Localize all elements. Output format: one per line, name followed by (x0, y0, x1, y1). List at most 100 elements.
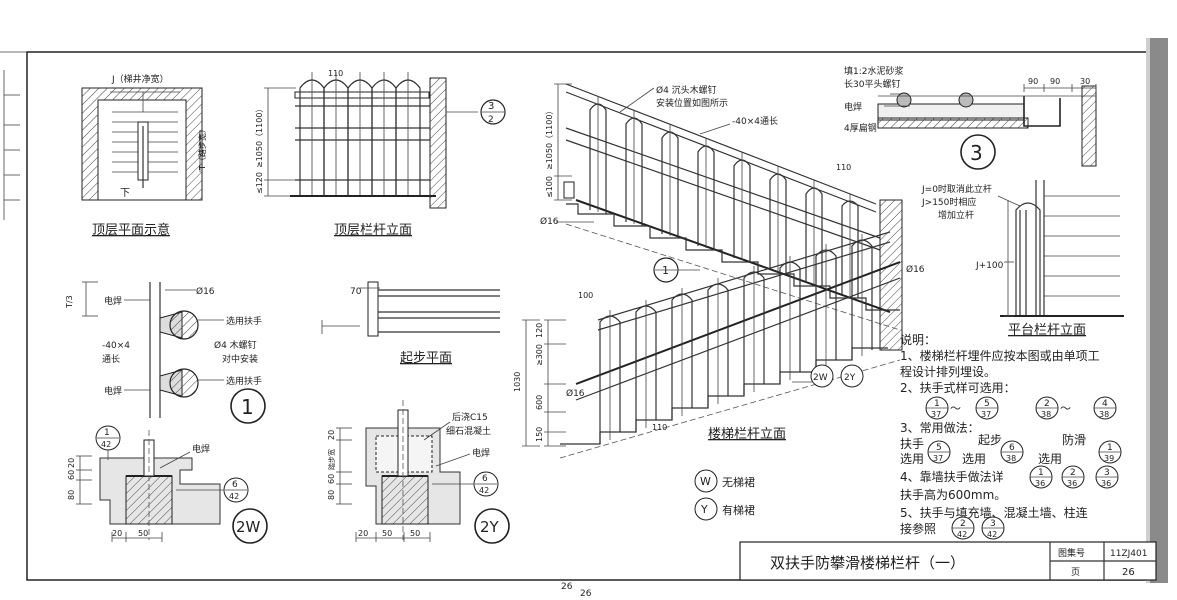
d2w-weld: 电焊 (192, 443, 210, 455)
top-rail-ref-num: 3 (488, 101, 494, 112)
detail1-screw1: Ø4 木螺钉 (214, 339, 257, 351)
detail1-weld1: 电焊 (104, 295, 122, 307)
notes-anti-sel: 选用 (1038, 452, 1062, 466)
legend-w-circle (694, 469, 718, 493)
notes-tilde1: ～ (950, 402, 961, 415)
notes-start: 起步 (978, 433, 1002, 447)
notes-start-sel: 选用 (962, 452, 986, 466)
platform-title: 平台栏杆立面 (1008, 323, 1086, 338)
notes-hand: 扶手 (900, 436, 924, 451)
detail1-d16: Ø16 (196, 286, 215, 297)
stair-d120: 120 (535, 323, 544, 338)
notes-n4s2: 36 (1067, 479, 1077, 488)
platform-note2: J>150时相应 (921, 196, 976, 208)
start-plan-drawing (321, 281, 500, 337)
detail1-num: 1 (241, 395, 254, 419)
notes-n2s1: 37 (931, 410, 941, 419)
top-plan-j-label: J（梯井净宽） (111, 73, 169, 85)
detail-3-drawing (877, 84, 1097, 170)
notes-n4s1: 36 (1035, 479, 1045, 488)
detail-1-drawing (82, 281, 266, 424)
notes-n5b: 接参照 (900, 521, 936, 536)
notes-block: 说明： 1、楼梯栏杆埋件应按本图或由单项工 程设计排列埋设。 2、扶手式样可选用… (900, 332, 1122, 540)
notes-n2s3: 38 (1041, 410, 1051, 419)
title-block (739, 541, 1157, 581)
d2y-d20: 20 (358, 529, 368, 538)
stair-elevation (522, 83, 903, 459)
legend-w-sym: W (700, 475, 711, 488)
stair-ref1-num: 1 (662, 264, 669, 277)
d2y-v20: 20 (327, 430, 336, 440)
notes-n3s1: 37 (933, 454, 943, 463)
platform-j100: J+100 (975, 261, 1004, 271)
detail-2w-drawing (76, 425, 268, 544)
d2y-weld: 电焊 (472, 447, 490, 459)
top-rail-h1050: ≥1050（1100） (255, 105, 264, 168)
d2w-label: 2W (236, 518, 261, 536)
notes-n5r1: 2 (960, 519, 966, 529)
notes-n4r2: 2 (1070, 468, 1076, 478)
stair-h100: ≤100 (545, 176, 554, 198)
notes-n1b: 程设计排列埋设。 (900, 364, 996, 379)
stair-bar-note: -40×4通长 (732, 115, 778, 127)
stair-d1030: 1030 (513, 372, 522, 392)
notes-n2s2: 37 (981, 410, 991, 419)
notes-n2: 2、扶手式样可选用： (900, 380, 1016, 395)
notes-n4b: 扶手高为600mm。 (900, 487, 1006, 502)
detail1-choose2: 选用扶手 (226, 375, 262, 387)
d3-mortar1: 填1:2水泥砂浆 (844, 65, 904, 77)
notes-n2r2: 5 (984, 399, 990, 409)
d2w-v20: 20 (67, 458, 76, 468)
footer-page-faint: 26 (561, 582, 573, 592)
detail1-screw2: 对中安装 (222, 353, 258, 365)
detail1-weld2: 电焊 (104, 385, 122, 397)
start-plan-d70: 70 (350, 287, 362, 297)
top-plan-drawing (81, 87, 203, 201)
notes-n4a: 4、靠墙扶手做法详 (900, 469, 1004, 484)
detail1-bar2: 通长 (102, 353, 120, 365)
d3-d90b: 90 (1050, 77, 1060, 86)
d3-steel: 4厚扁钢 (844, 122, 877, 134)
legend-y-text: 有梯裙 (722, 503, 755, 517)
d2w-r6-sheet: 42 (229, 492, 239, 501)
d2y-vstep: 踏步宽 (327, 449, 336, 470)
notes-n3s3: 39 (1104, 454, 1114, 463)
stair-d150: 150 (535, 427, 544, 442)
notes-n4r3: 3 (1104, 468, 1110, 478)
notes-n5s2: 42 (987, 530, 997, 539)
notes-n2r4: 4 (1102, 399, 1108, 409)
stair-screw-note1: Ø4 沉头木螺钉 (656, 84, 717, 96)
notes-n5s1: 42 (957, 530, 967, 539)
stair-d110a: 110 (836, 163, 851, 172)
notes-n5r2: 3 (990, 519, 996, 529)
stair-d100: 100 (578, 291, 593, 300)
notes-anti: 防滑 (1062, 432, 1086, 447)
d2y-pour2: 细石混凝土 (446, 425, 491, 437)
detail1-choose1: 选用扶手 (226, 315, 262, 327)
atlas-no: 11ZJ401 (1110, 549, 1147, 559)
sheet-title: 双扶手防攀滑楼梯栏杆（一） (770, 554, 965, 572)
d2w-r6-num: 6 (232, 480, 238, 490)
d2y-v60: 60 (327, 474, 336, 484)
stair-screw-note2: 安装位置如图所示 (656, 97, 728, 109)
d2y-r6-num: 6 (482, 474, 488, 484)
stair-d110b: 110 (652, 423, 667, 432)
d3-mortar2: 长30平头螺钉 (844, 78, 900, 90)
notes-n4r1: 1 (1038, 468, 1044, 478)
start-plan-title: 起步平面 (400, 351, 452, 366)
notes-tilde2: ～ (1060, 402, 1071, 415)
d2y-r6-sheet: 42 (479, 486, 489, 495)
detail1-bar1: -40×4 (102, 341, 130, 351)
detail1-t3: T/3 (65, 295, 74, 309)
stair-d300: ≥300 (535, 344, 544, 366)
notes-n1a: 1、楼梯栏杆埋件应按本图或由单项工 (900, 348, 1100, 363)
legend-w-text: 无梯裙 (722, 476, 755, 489)
top-rail-h120: ≤120 (255, 172, 264, 194)
notes-n3r2: 6 (1009, 443, 1015, 453)
top-plan-title: 顶层平面示意 (92, 222, 170, 238)
binding-edge (1146, 38, 1150, 583)
d2y-d50b: 50 (410, 529, 420, 538)
d3-weld: 电焊 (844, 101, 862, 113)
d2y-v80: 80 (327, 490, 336, 500)
d2y-d50a: 50 (382, 529, 392, 538)
